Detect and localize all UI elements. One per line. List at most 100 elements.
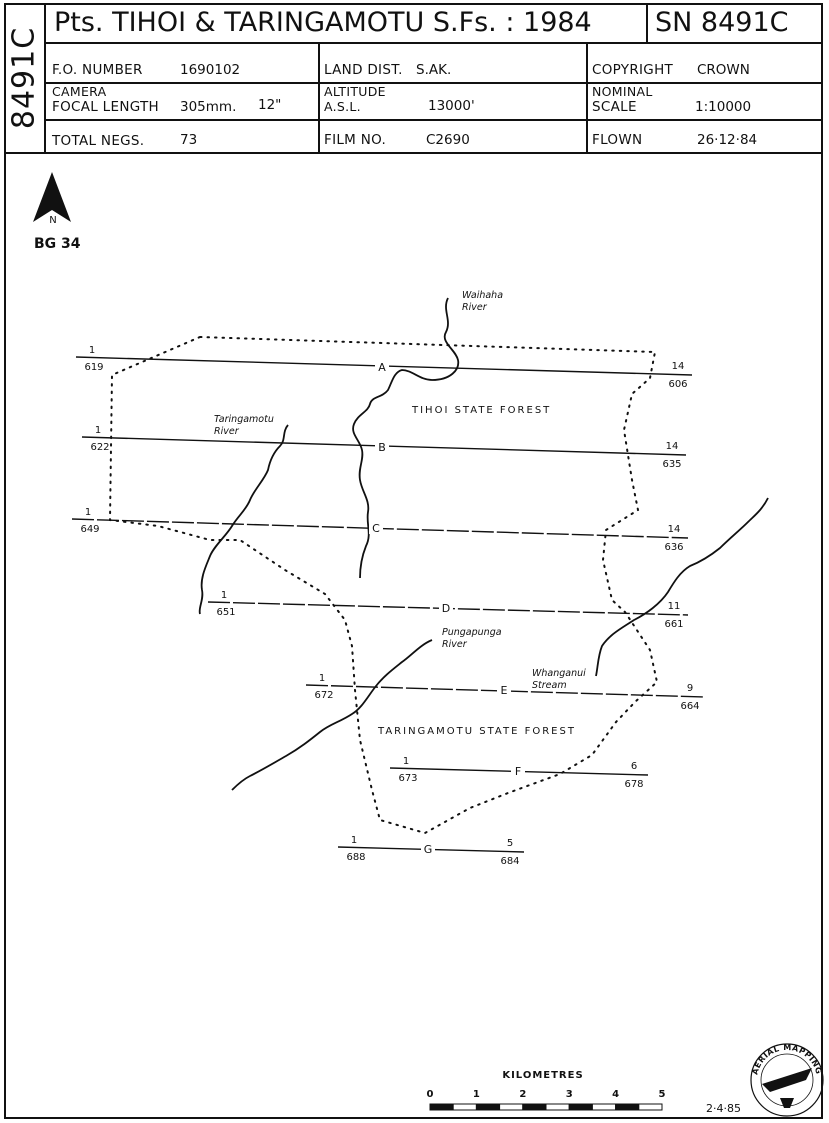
flight-strip-c-start-run: 1 (85, 507, 91, 518)
sheet-reference: BG 34 (34, 236, 81, 252)
flight-strip-d-letter: D (442, 602, 450, 615)
north-label: N (49, 215, 56, 226)
forest-boundary (108, 335, 659, 835)
taringamotu-river-label-1: Taringamotu (214, 414, 274, 425)
altitude-value: 13000' (428, 98, 475, 114)
flight-strip-e-start-neg: 672 (314, 690, 333, 701)
flight-strip-b-letter-bg (375, 440, 389, 453)
sheet-title: Pts. TIHOI & TARINGAMOTU S.Fs. : 1984 (54, 7, 592, 38)
map-sheet-frame (4, 3, 823, 1119)
flight-strip-d-start-neg: 651 (216, 607, 235, 618)
flight-strip-g-start-run: 1 (351, 835, 357, 846)
scale-bar-tick-3: 3 (566, 1089, 573, 1100)
title-divider (646, 3, 648, 43)
north-arrow-icon (33, 172, 71, 222)
total-negs-label: TOTAL NEGS. (52, 133, 145, 149)
flight-strip-e-letter: E (501, 684, 508, 697)
camera-label: CAMERA (52, 84, 107, 99)
scale-bar-tick-1: 1 (473, 1089, 480, 1100)
flight-strip-e-end-run: 9 (687, 683, 693, 694)
flight-strip-f-start-run: 1 (403, 756, 409, 767)
flight-strip-d-letter-bg (439, 601, 453, 614)
scale-bar-segment (545, 1103, 570, 1111)
flight-strip-e-line (305, 684, 705, 698)
flight-strip-b-letter: B (378, 441, 386, 454)
flight-strip-c-letter-bg (369, 521, 383, 534)
flight-strip-e-letter-bg (497, 683, 511, 696)
flight-strip-a-end-run: 14 (672, 361, 685, 372)
flight-strip-g-end-neg: 684 (500, 856, 519, 867)
fo-number-value: 1690102 (180, 62, 241, 78)
survey-number: SN 8491C (655, 7, 789, 38)
pungapunga-river-label-2: River (442, 639, 468, 650)
flight-strip-f-end-run: 6 (631, 761, 637, 772)
focal-length-mm: 305mm. (180, 99, 237, 115)
pungapunga-river (231, 639, 433, 791)
scale-label: SCALE (592, 99, 637, 115)
flight-strip-b-start-neg: 622 (90, 442, 109, 453)
flight-strip-b-end-run: 14 (666, 441, 679, 452)
flight-strip-a-start-run: 1 (89, 345, 95, 356)
column-divider-2 (586, 43, 588, 153)
date-stamp: 2·4·85 (706, 1102, 741, 1115)
waihaha-river (352, 297, 460, 579)
altitude-label: ALTITUDE (324, 84, 386, 99)
scale-bar-tick-4: 4 (612, 1089, 619, 1100)
film-no-label: FILM NO. (324, 132, 387, 148)
scale-bar-tick-2: 2 (519, 1089, 526, 1100)
whanganui-stream (595, 497, 769, 677)
side-code-box: 8491C (4, 3, 46, 153)
flight-strip-c-start-neg: 649 (80, 524, 99, 535)
scale-bar-segment (475, 1103, 501, 1111)
land-dist-value: S.AK. (416, 62, 452, 78)
scale-bar-segment (638, 1103, 663, 1111)
film-no-value: C2690 (426, 132, 470, 148)
scale-bar-segment (429, 1103, 454, 1111)
flight-strip-g-start-neg: 688 (346, 852, 365, 863)
asl-label: A.S.L. (324, 99, 361, 114)
flight-strip-f-letter-bg (511, 764, 525, 777)
flight-strip-f-start-neg: 673 (398, 773, 417, 784)
focal-length-label: FOCAL LENGTH (52, 99, 159, 115)
flight-strip-e-end-neg: 664 (680, 701, 699, 712)
flight-strip-b-end-neg: 635 (662, 459, 681, 470)
total-negs-value: 73 (180, 132, 198, 148)
flight-strip-g-letter-bg (421, 842, 435, 855)
flight-strip-d-end-neg: 661 (664, 619, 683, 630)
flown-label: FLOWN (592, 132, 643, 148)
flight-strip-e-start-run: 1 (319, 673, 325, 684)
scale-value: 1:10000 (695, 99, 752, 115)
fo-number-label: F.O. NUMBER (52, 62, 143, 78)
logo-text: N.Z. AERIAL MAPPING LTD. (0, 0, 823, 1079)
taringamotu-river-label-2: River (214, 426, 240, 437)
waihaha-river-label-2: River (462, 302, 488, 313)
flight-strip-d-end-run: 11 (668, 601, 681, 612)
flight-strip-c-end-neg: 636 (664, 542, 683, 553)
taringamotu-forest-label: TARINGAMOTU STATE FOREST (377, 726, 576, 737)
waihaha-river-label-1: Waihaha (462, 290, 503, 301)
flight-strip-f-letter: F (515, 765, 521, 778)
focal-length-in: 12" (258, 97, 282, 113)
tihoi-forest-label: TIHOI STATE FOREST (411, 405, 551, 416)
whanganui-stream-label-2: Stream (532, 680, 567, 691)
scale-bar-segment (499, 1103, 524, 1111)
flight-strip-f-end-neg: 678 (624, 779, 643, 790)
scale-bar-tick-5: 5 (659, 1089, 666, 1100)
flight-strip-a-end-neg: 606 (668, 379, 687, 390)
flight-strip-g-end-run: 5 (507, 838, 513, 849)
flight-strip-d-start-run: 1 (221, 590, 227, 601)
whanganui-stream-label-1: Whanganui (532, 668, 586, 679)
taringamotu-river (198, 424, 289, 615)
land-dist-label: LAND DIST. (324, 62, 403, 78)
header-rule-3 (46, 119, 823, 121)
flight-strip-c-letter: C (372, 522, 380, 535)
header-bottom-rule (4, 152, 823, 154)
flight-strip-g-letter: G (424, 843, 433, 856)
scale-bar-segment (615, 1103, 640, 1111)
copyright-label: COPYRIGHT (592, 62, 674, 78)
flight-strip-a-letter: A (378, 361, 386, 374)
